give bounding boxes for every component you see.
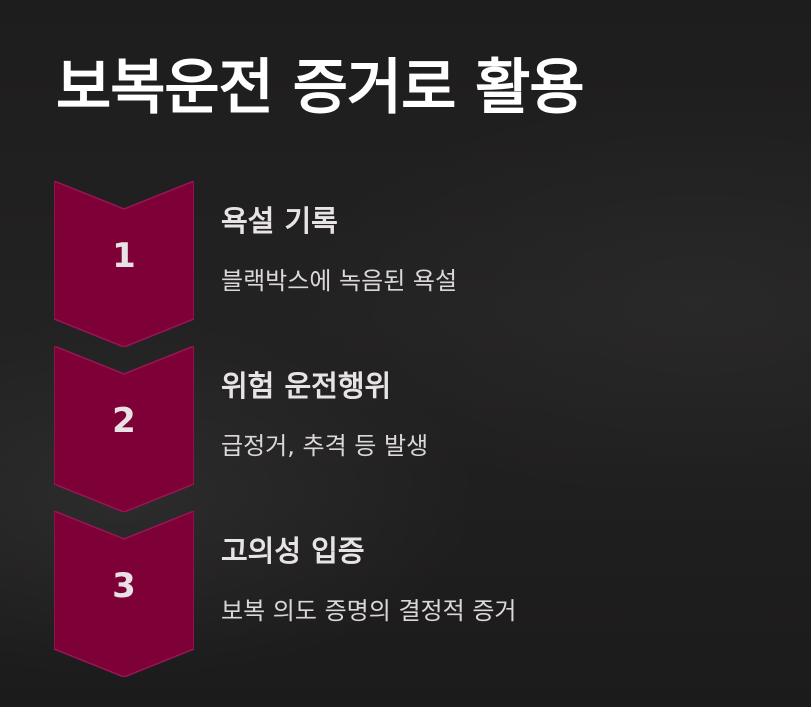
step-number: 2 xyxy=(112,401,136,441)
step-title: 위험 운전행위 xyxy=(221,369,392,403)
chevron-step-marker xyxy=(54,346,194,512)
step-title: 욕설 기록 xyxy=(221,204,338,238)
page-title: 보복운전 증거로 활용 xyxy=(56,53,585,123)
chevron-step-marker xyxy=(54,181,194,347)
step-2: 2 위험 운전행위 급정거, 추격 등 발생 xyxy=(54,346,754,512)
step-1: 1 욕설 기록 블랙박스에 녹음된 욕설 xyxy=(54,181,754,347)
step-3: 3 고의성 입증 보복 의도 증명의 결정적 증거 xyxy=(54,511,754,677)
step-description: 보복 의도 증명의 결정적 증거 xyxy=(221,597,517,625)
step-title: 고의성 입증 xyxy=(221,534,365,568)
step-number: 3 xyxy=(112,566,136,606)
step-description: 블랙박스에 녹음된 욕설 xyxy=(221,267,458,295)
chevron-step-marker xyxy=(54,511,194,677)
step-description: 급정거, 추격 등 발생 xyxy=(221,432,429,460)
step-number: 1 xyxy=(112,236,136,276)
